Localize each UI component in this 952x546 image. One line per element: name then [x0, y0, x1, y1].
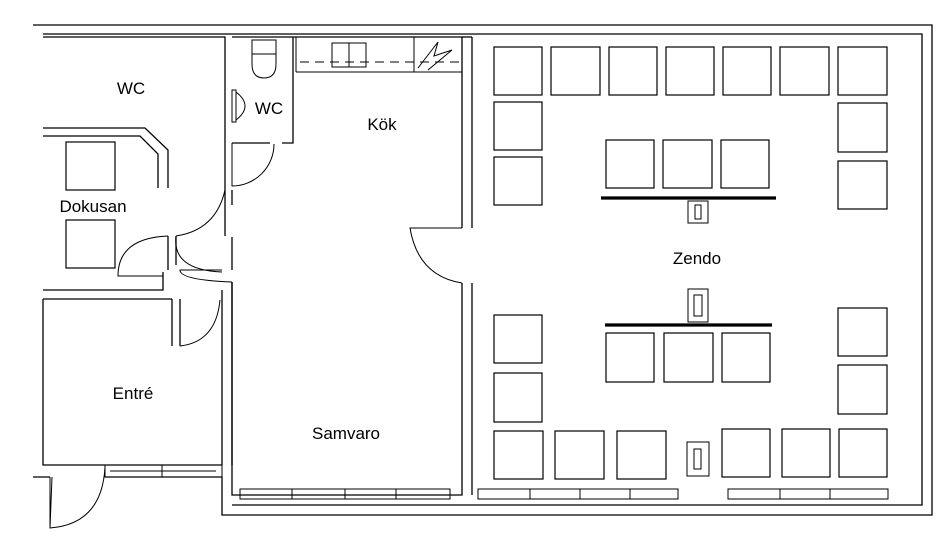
- toilet-icon: [251, 39, 277, 79]
- room-label-zendo: Zendo: [673, 249, 721, 268]
- room-label-entre: Entré: [113, 384, 154, 403]
- room-label-wc-small: WC: [255, 99, 283, 118]
- room-label-wc: WC: [117, 79, 145, 98]
- washbasin-icon: [231, 89, 246, 123]
- room-label-dokusan: Dokusan: [59, 197, 126, 216]
- room-label-samvaro: Samvaro: [312, 424, 380, 443]
- kitchen-counter: [295, 36, 463, 73]
- zendo-mats: [493, 46, 888, 480]
- zendo-altars: [601, 196, 776, 477]
- dokusan-cushions: [65, 141, 116, 269]
- door-swings: [49, 143, 463, 529]
- room-label-kok: Kök: [367, 115, 397, 134]
- windows: [104, 464, 889, 500]
